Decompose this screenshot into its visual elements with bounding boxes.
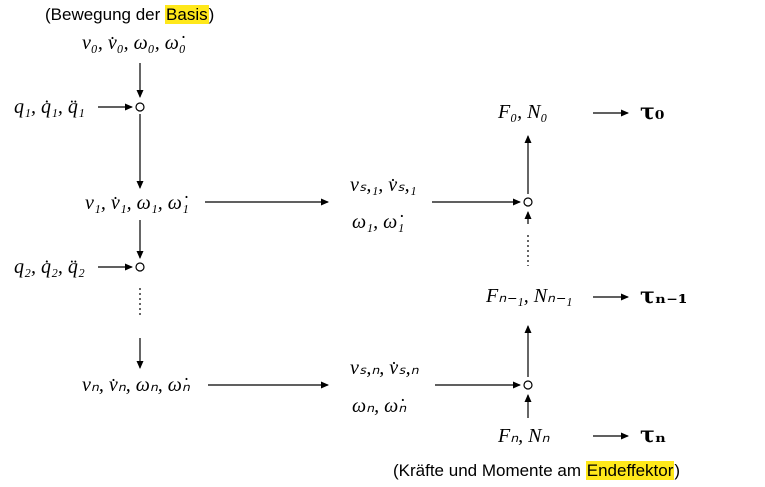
force-sum-node-1 [523,197,533,207]
force-sum-node-n [523,380,533,390]
sum-node-2 [135,262,145,272]
link1-motion-label: v₁, v̇₁, ω₁, ω̇₁ [85,192,189,214]
bottom-caption-text: (Kräfte und Momente am [393,461,586,480]
top-caption-text: (Bewegung der [45,5,166,24]
fn1-label: Fₙ₋₁, Nₙ₋₁ [486,285,573,307]
bottom-caption-close: ) [674,461,681,480]
linkn-motion-label: vₙ, v̇ₙ, ωₙ, ω̇ₙ [82,374,190,396]
fn-label: Fₙ, Nₙ [498,425,550,447]
sum-node-1 [135,102,145,112]
bottom-caption: (Kräfte und Momente am Endeffektor) [393,461,681,480]
s1-velocity-label: vₛ,₁, v̇ₛ,₁ [350,174,417,196]
taun-label: τₙ [640,422,667,448]
f0-label: F₀, N₀ [498,101,548,123]
taun1-label: τₙ₋₁ [640,283,688,309]
s1-omega-label: ω₁, ω̇₁ [352,211,405,233]
sn-velocity-label: vₛ,ₙ, v̇ₛ,ₙ [350,357,419,379]
tau0-label: τ₀ [640,99,665,125]
q1-label: q₁, q̇₁, q̈₁ [14,96,85,118]
bottom-caption-highlight: Endeffektor [585,461,675,480]
sn-omega-label: ωₙ, ω̇ₙ [352,395,407,417]
base-motion-label: v₀, v̇₀, ω₀, ω̇₀ [82,32,186,54]
top-caption-close: ) [208,5,215,24]
q2-label: q₂, q̇₂, q̈₂ [14,256,85,278]
top-caption: (Bewegung der Basis) [45,5,215,24]
top-caption-highlight: Basis [165,5,209,24]
